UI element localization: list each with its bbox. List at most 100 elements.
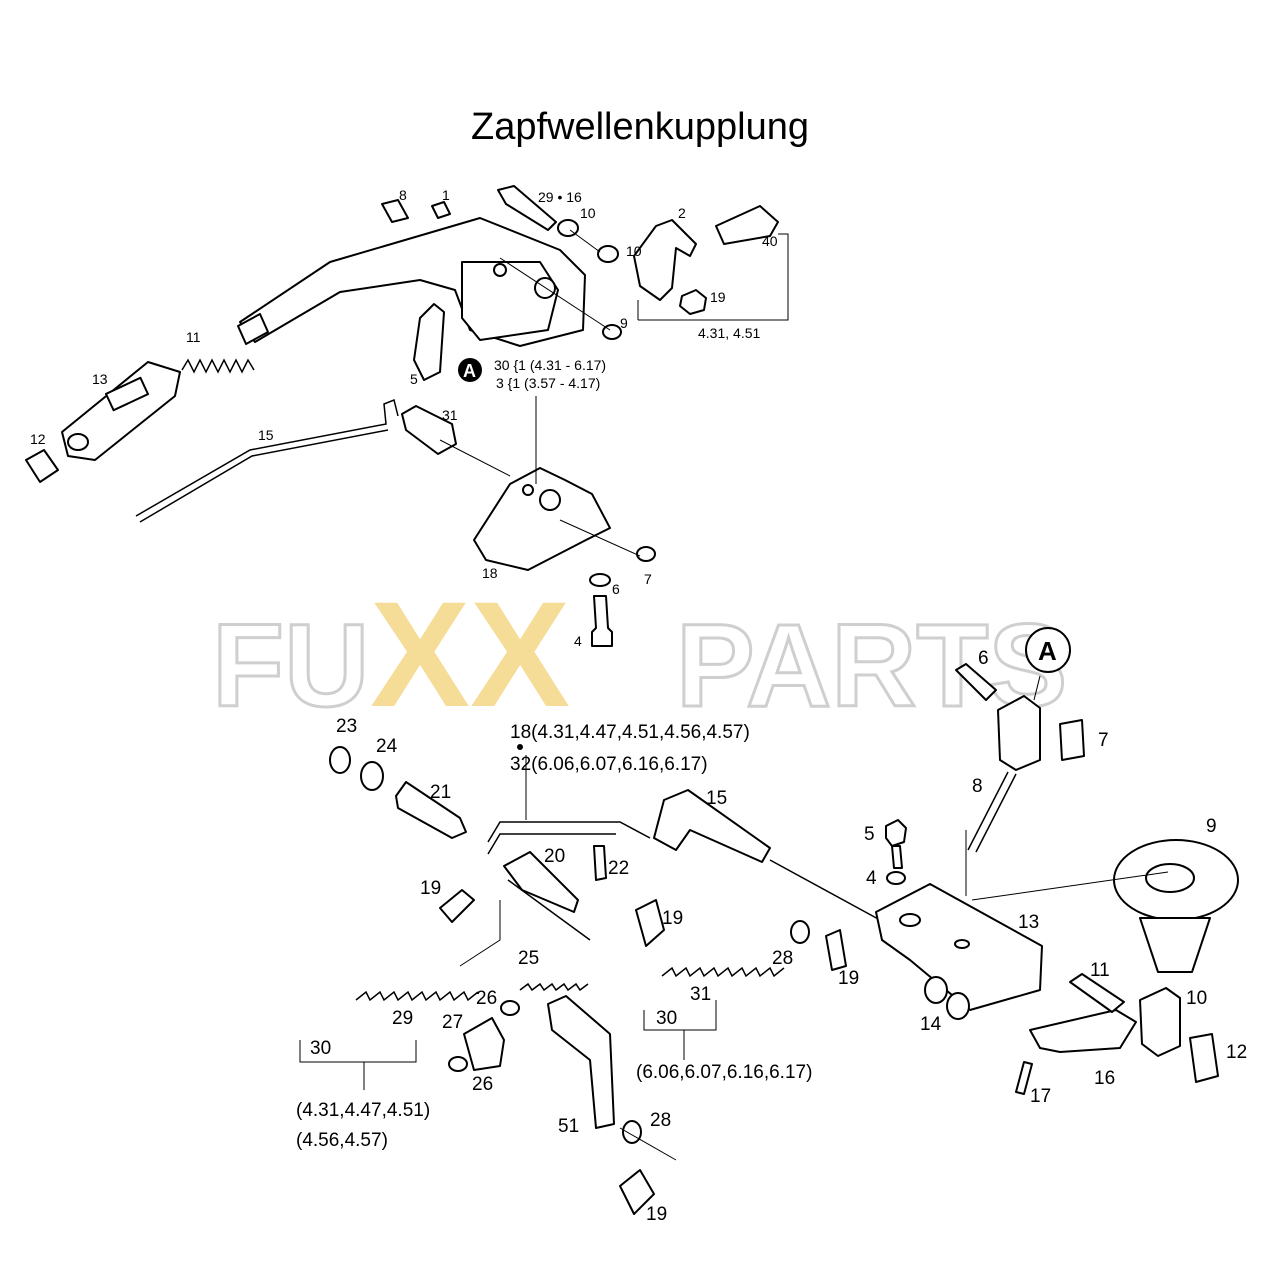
spring-25: [519, 982, 589, 992]
pin-31: [401, 405, 457, 455]
clip-19b: [635, 899, 665, 947]
lower-assembly: A 23: [296, 627, 1247, 1225]
washer-23: [329, 746, 351, 774]
plug-12: [25, 449, 59, 483]
clip-19a: [439, 889, 475, 923]
label-30a: 30: [310, 1038, 331, 1059]
label-10b: 10: [626, 243, 642, 259]
clip-19d: [619, 1169, 655, 1215]
label-14: 14: [920, 1014, 942, 1035]
bracket-18: [473, 467, 611, 571]
label-7: 7: [1098, 730, 1109, 751]
pin-8: [381, 199, 409, 223]
label-20: 20: [544, 846, 565, 867]
label-10: 10: [1186, 988, 1207, 1009]
pin-17: [1015, 1061, 1033, 1095]
label-19b: 19: [662, 908, 683, 929]
label-27: 27: [442, 1012, 463, 1033]
label-24: 24: [376, 736, 398, 757]
label-9: 9: [620, 315, 628, 331]
washer-28b: [622, 1120, 642, 1144]
label-2: 2: [678, 205, 686, 221]
label-13: 13: [92, 371, 108, 387]
label-4: 4: [574, 633, 582, 649]
switch-40: [715, 205, 779, 245]
label-26a: 26: [476, 988, 497, 1009]
label-31: 31: [690, 984, 711, 1005]
nut-26b: [448, 1056, 468, 1072]
label-22: 22: [608, 858, 629, 879]
marker-a-lower: [1025, 627, 1071, 673]
pin-1: [431, 201, 451, 219]
bush-10b: [597, 245, 619, 263]
washer-28a: [790, 920, 810, 944]
pin-11: [1069, 973, 1125, 1013]
circlip-7: [636, 546, 656, 562]
label-19a: 19: [420, 878, 441, 899]
washer-4: [886, 871, 906, 885]
bolt-4: [591, 595, 613, 647]
label-11: 11: [186, 329, 201, 345]
label-28b: 28: [650, 1110, 671, 1131]
clip-19c: [825, 929, 847, 971]
spring-11: [181, 358, 255, 374]
block-10: [1139, 987, 1181, 1057]
lever-bracket: [461, 261, 559, 341]
plate-5: [413, 303, 445, 381]
pin-6: [955, 663, 997, 701]
label-15: 15: [258, 427, 274, 443]
label-29-16: 29 • 16: [538, 189, 582, 205]
label-note-30: 30 {1 (4.31 - 6.17): [494, 357, 606, 373]
label-group-right: (6.06,6.07,6.16,6.17): [636, 1062, 812, 1083]
handle-grip-13: [61, 361, 181, 461]
label-15: 15: [706, 788, 727, 809]
svg-text:A: A: [463, 361, 476, 381]
label-19c: 19: [838, 968, 859, 989]
label-5: 5: [864, 824, 875, 845]
label-8: 8: [399, 187, 407, 203]
label-10a: 10: [580, 205, 596, 221]
rod-15: [135, 398, 399, 517]
upper-assembly: A 8 1 29 • 16 10 2 40 10 19 9 4.31, 4.51…: [25, 185, 789, 649]
diagram-title: Zapfwellenkupplung: [470, 106, 809, 148]
label-26b: 26: [472, 1074, 493, 1095]
label-12: 12: [30, 431, 46, 447]
bush-14a: [924, 976, 948, 1004]
label-6: 6: [978, 648, 989, 669]
label-19: 19: [710, 289, 726, 305]
label-13: 13: [1018, 912, 1039, 933]
label-25: 25: [518, 948, 539, 969]
bush-14b: [946, 992, 970, 1020]
label-5: 5: [410, 371, 418, 387]
label-23: 23: [336, 716, 357, 737]
label-31: 31: [442, 407, 458, 423]
bolt-29-16: [497, 185, 557, 231]
watermark-xx: XX: [370, 570, 570, 738]
label-8: 8: [972, 776, 983, 797]
link-8-top: [997, 695, 1041, 771]
watermark-fu: FU: [212, 600, 369, 732]
label-7: 7: [644, 571, 652, 587]
nut-19: [679, 289, 707, 315]
marker-a-upper: [458, 358, 482, 382]
clip-12: [1189, 1033, 1219, 1083]
label-11: 11: [1090, 960, 1110, 981]
label-21: 21: [430, 782, 451, 803]
lever-16: [1029, 1009, 1137, 1053]
washer-24: [360, 761, 384, 791]
lever-20: [503, 851, 579, 913]
label-19d: 19: [646, 1204, 667, 1225]
label-16: 16: [1094, 1068, 1115, 1089]
label-note-32: 32(6.06,6.07,6.16,6.17): [510, 754, 708, 775]
label-group-left-1: (4.31,4.47,4.51): [296, 1100, 430, 1121]
label-30b: 30: [656, 1008, 677, 1029]
label-note-18: 18(4.31,4.47,4.51,4.56,4.57): [510, 722, 750, 743]
label-6: 6: [612, 581, 620, 597]
shaft-15: [653, 789, 771, 863]
label-29: 29: [392, 1008, 413, 1029]
washer-6: [589, 573, 611, 587]
rod-8: [967, 771, 1009, 851]
lever-51: [547, 995, 615, 1129]
label-note-3: 3 {1 (3.57 - 4.17): [496, 375, 600, 391]
